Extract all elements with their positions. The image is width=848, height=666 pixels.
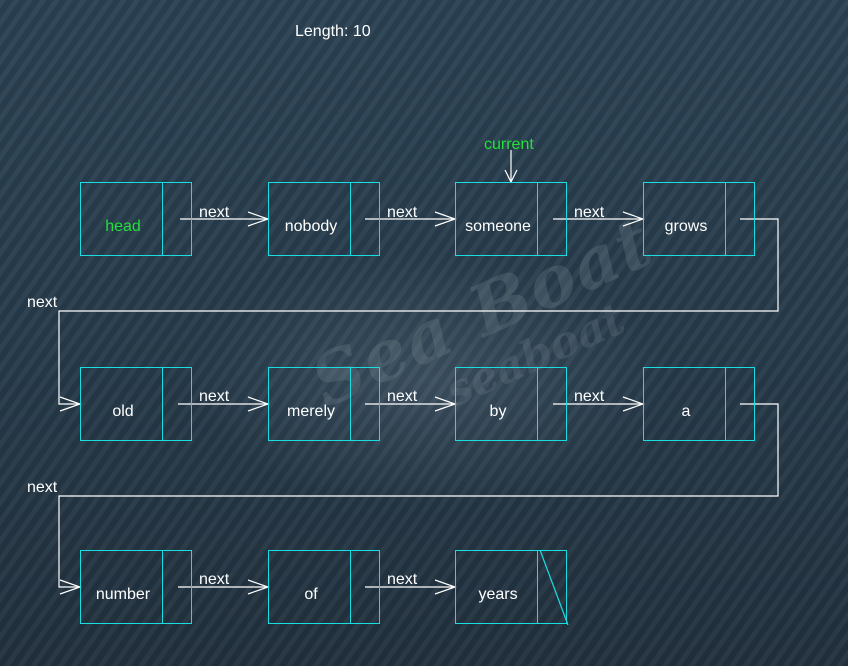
- list-node: someone: [455, 182, 567, 256]
- next-link-label: next: [574, 204, 605, 221]
- node-value: number: [95, 586, 151, 603]
- node-pointer-cell: [725, 368, 726, 440]
- list-node: grows: [643, 182, 755, 256]
- node-value: a: [681, 403, 691, 420]
- next-link-label: next: [199, 204, 230, 221]
- null-terminator-slash: [539, 549, 569, 626]
- next-link-label: next: [199, 571, 230, 588]
- node-pointer-cell: [350, 551, 351, 623]
- node-pointer-cell: [350, 368, 351, 440]
- length-label: Length:: [295, 23, 349, 40]
- node-value: of: [304, 586, 318, 603]
- next-link-label: next: [199, 388, 230, 405]
- list-node: of: [268, 550, 380, 624]
- node-value: by: [489, 403, 507, 420]
- node-value: head: [105, 218, 141, 235]
- node-pointer-cell: [537, 368, 538, 440]
- node-value: someone: [465, 218, 531, 235]
- list-node: head: [80, 182, 192, 256]
- node-pointer-cell: [350, 183, 351, 255]
- list-node: merely: [268, 367, 380, 441]
- list-node: old: [80, 367, 192, 441]
- current-pointer-label: current: [484, 136, 534, 153]
- length-value: 10: [352, 23, 371, 40]
- node-pointer-cell: [537, 551, 538, 623]
- next-link-label: next: [387, 571, 418, 588]
- next-link-label: next: [387, 204, 418, 221]
- node-value: years: [478, 586, 518, 603]
- next-link-label: next: [387, 388, 418, 405]
- node-value: merely: [286, 403, 335, 420]
- node-pointer-cell: [162, 183, 163, 255]
- node-value: old: [112, 403, 134, 420]
- node-pointer-cell: [537, 183, 538, 255]
- node-pointer-cell: [162, 368, 163, 440]
- node-pointer-cell: [725, 183, 726, 255]
- next-link-label: next: [27, 479, 58, 496]
- node-pointer-cell: [162, 551, 163, 623]
- list-node: a: [643, 367, 755, 441]
- wrap-link-arrow: [58, 218, 779, 405]
- list-node: years: [455, 550, 567, 624]
- list-node: nobody: [268, 182, 380, 256]
- length-readout: Length: 10: [295, 23, 371, 41]
- node-value: nobody: [284, 218, 338, 235]
- next-link-label: next: [574, 388, 605, 405]
- node-value: grows: [664, 218, 708, 235]
- wrap-link-arrow: [58, 403, 779, 588]
- next-link-label: next: [27, 294, 58, 311]
- list-node: by: [455, 367, 567, 441]
- list-node: number: [80, 550, 192, 624]
